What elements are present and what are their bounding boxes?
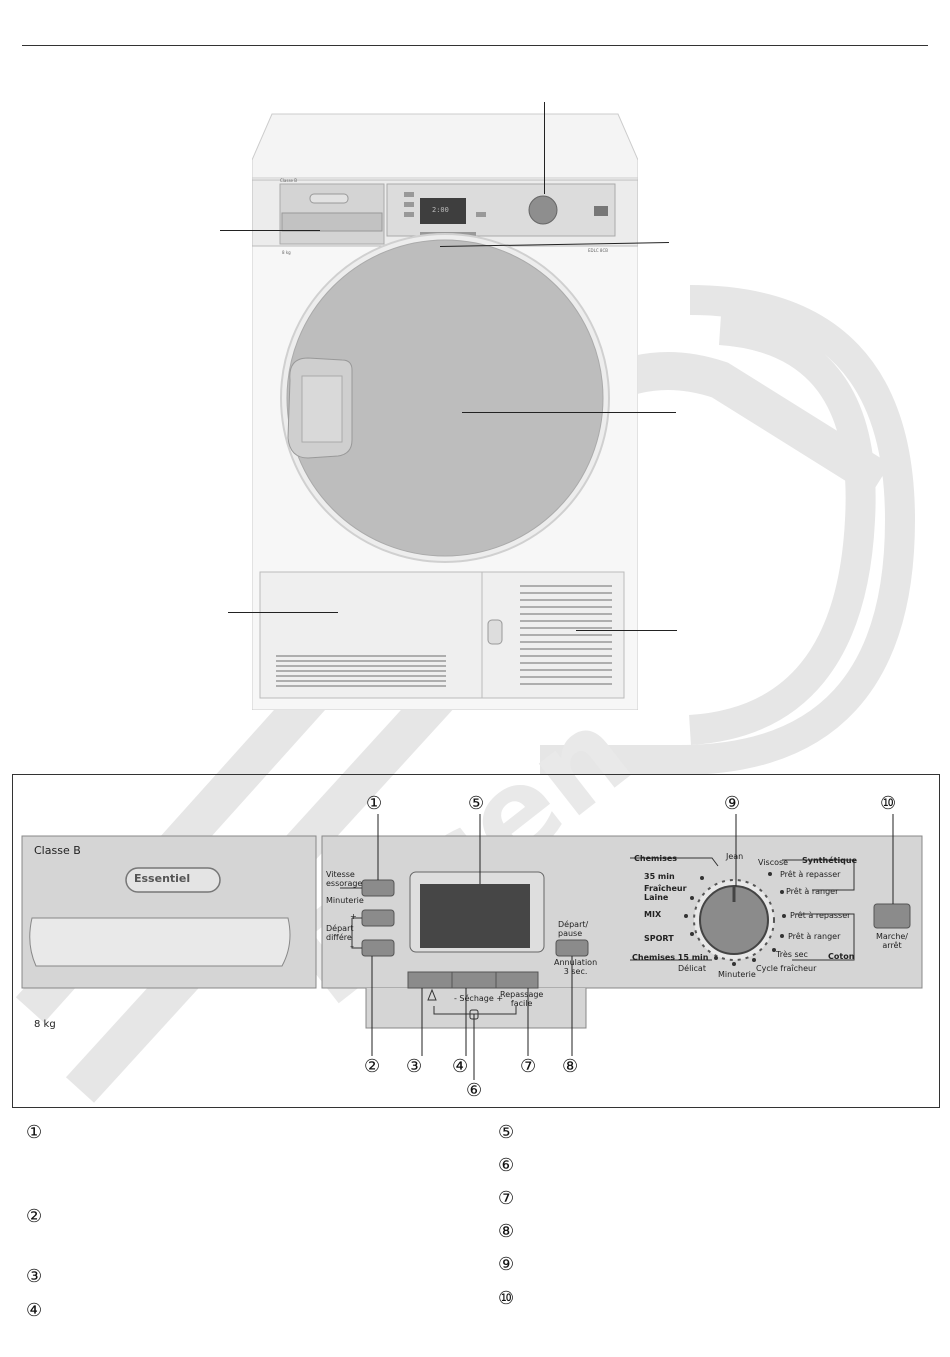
power-label: Marche/ arrêt <box>876 932 909 950</box>
control-panel-drawing <box>21 814 923 1080</box>
svg-text:8 kg: 8 kg <box>282 250 291 255</box>
dial-tres-sec: Très sec <box>776 950 808 959</box>
panel-capacity: 8 kg <box>34 1019 56 1030</box>
delay-label: Départ différe <box>326 924 354 942</box>
dial-syn-store: Prêt à ranger <box>786 887 839 896</box>
control-panel-detail <box>12 774 940 1108</box>
dial-jean: Jean <box>726 852 744 861</box>
cancel-label: Annulation 3 sec. <box>554 958 598 976</box>
callout-filter-line <box>228 612 338 613</box>
legend-item-8: ⑧ <box>498 1221 515 1242</box>
legend-item-7: ⑦ <box>498 1188 515 1209</box>
panel-energy-class: Classe B <box>34 844 81 857</box>
dial-delicat: Délicat <box>678 964 706 973</box>
dial-coton-iron: Prêt à repasser <box>790 911 851 920</box>
dial-cycle-fraicheur: Cycle fraîcheur <box>756 964 817 973</box>
callout-condenser-line <box>576 630 677 631</box>
callout-number-2: ② <box>364 1056 381 1077</box>
callout-number-10: ⑩ <box>880 793 897 814</box>
dial-minuterie: Minuterie <box>718 970 756 979</box>
delay-minus: – <box>350 942 354 951</box>
drying-label: - Séchage + <box>454 994 504 1003</box>
dial-syn-iron: Prêt à repasser <box>780 870 841 879</box>
callout-dial-line <box>544 102 545 194</box>
legend-item-6: ⑥ <box>498 1155 515 1176</box>
svg-text:2:00: 2:00 <box>432 206 449 214</box>
dial-coton: Coton <box>828 952 855 961</box>
dial-synthetique: Synthétique <box>802 856 858 865</box>
legend-item-4: ④ <box>26 1300 43 1321</box>
top-rule <box>22 45 928 46</box>
callout-number-8: ⑧ <box>562 1056 579 1077</box>
dial-chemises: Chemises <box>634 854 678 863</box>
dial-35-min: 35 min <box>644 872 675 881</box>
legend-item-3: ③ <box>26 1266 43 1287</box>
legend-item-2: ② <box>26 1206 43 1227</box>
dryer-illustration: 2:00 Classe B 8 kg EDLC 8CB <box>251 108 639 711</box>
spin-label: Vitesse essorage <box>326 870 363 888</box>
callout-number-1: ① <box>366 793 383 814</box>
callout-drawer-line <box>220 230 320 231</box>
callout-number-6: ⑥ <box>466 1080 483 1101</box>
callout-door-line <box>462 412 676 413</box>
callout-number-4: ④ <box>452 1056 469 1077</box>
svg-text:EDLC 8CB: EDLC 8CB <box>588 248 608 253</box>
callout-number-9: ⑨ <box>724 793 741 814</box>
dial-chemises-15: Chemises 15 min <box>632 953 709 962</box>
callout-number-7: ⑦ <box>520 1056 537 1077</box>
panel-brand-logo: Essentiel <box>134 872 191 885</box>
legend-item-9: ⑨ <box>498 1254 515 1275</box>
legend-item-10: ⑩ <box>498 1288 515 1309</box>
callout-number-5: ⑤ <box>468 793 485 814</box>
easy-iron-label: Repassage facile <box>500 990 544 1008</box>
svg-text:Classe B: Classe B <box>280 178 297 183</box>
dial-coton-store: Prêt à ranger <box>788 932 841 941</box>
callout-number-3: ③ <box>406 1056 423 1077</box>
legend-item-1: ① <box>26 1122 43 1143</box>
delay-plus: + <box>350 912 357 921</box>
dial-fraicheur-laine: Fraîcheur Laine <box>644 884 687 902</box>
dial-viscose: Viscose <box>758 858 789 867</box>
dial-mix: MIX <box>644 910 662 919</box>
start-pause-label: Départ/ pause <box>558 920 589 938</box>
dial-sport: SPORT <box>644 934 674 943</box>
legend-item-5: ⑤ <box>498 1122 515 1143</box>
timer-label: Minuterie <box>326 896 364 905</box>
